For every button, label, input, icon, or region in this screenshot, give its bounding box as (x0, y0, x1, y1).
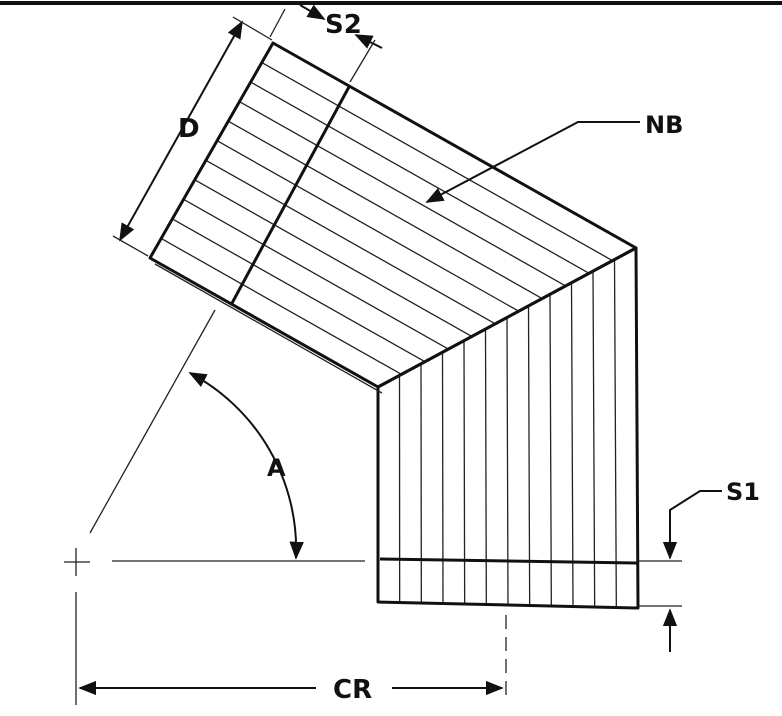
upper-stripe-line (205, 159, 496, 325)
s2-right-arrow (354, 34, 383, 49)
lower-segment-stripes (398, 259, 617, 608)
lower-stripe-line (484, 329, 487, 605)
upper-seam-line (229, 84, 352, 306)
upper-stripe-line (261, 61, 613, 262)
upper-stripe-line (160, 237, 402, 375)
s1-label: S1 (726, 478, 760, 506)
lower-stripe-line (506, 317, 509, 606)
d-dimension-line (119, 20, 243, 242)
angle-a-label: A (267, 454, 286, 482)
lower-stripe-line (549, 294, 552, 607)
cr-label: CR (333, 675, 372, 705)
s2-extension-right (349, 39, 376, 83)
s2-label: S2 (325, 10, 362, 40)
upper-segment-stripes (160, 61, 613, 375)
lower-stripe-line (592, 271, 596, 608)
angled-centerline (89, 309, 216, 534)
d-extension-top (232, 16, 273, 41)
s2-extension-left (269, 8, 286, 38)
d-extension-bottom (112, 235, 149, 257)
lower-stripe-line (527, 305, 531, 606)
upper-stripe-line (227, 120, 543, 300)
lower-stripe-line (613, 259, 617, 608)
lower-stripe-line (570, 282, 574, 607)
upper-stripe-line (250, 81, 590, 274)
lower-segment-outline (376, 246, 640, 610)
d-label: D (178, 114, 200, 144)
upper-stripe-line (172, 218, 426, 363)
nb-leader (425, 121, 640, 203)
s1-leader-top (662, 490, 722, 560)
lower-stripe-line (463, 340, 466, 605)
upper-inner-edge (154, 263, 383, 394)
angle-a-arc (188, 372, 304, 560)
upper-stripe-line (216, 140, 520, 312)
nb-label: NB (645, 111, 683, 139)
upper-stripe-line (194, 179, 473, 338)
lower-seam-line (379, 557, 639, 565)
s2-left-arrow (299, 4, 326, 20)
lower-stripe-line (441, 352, 444, 604)
upper-stripe-line (239, 101, 566, 287)
